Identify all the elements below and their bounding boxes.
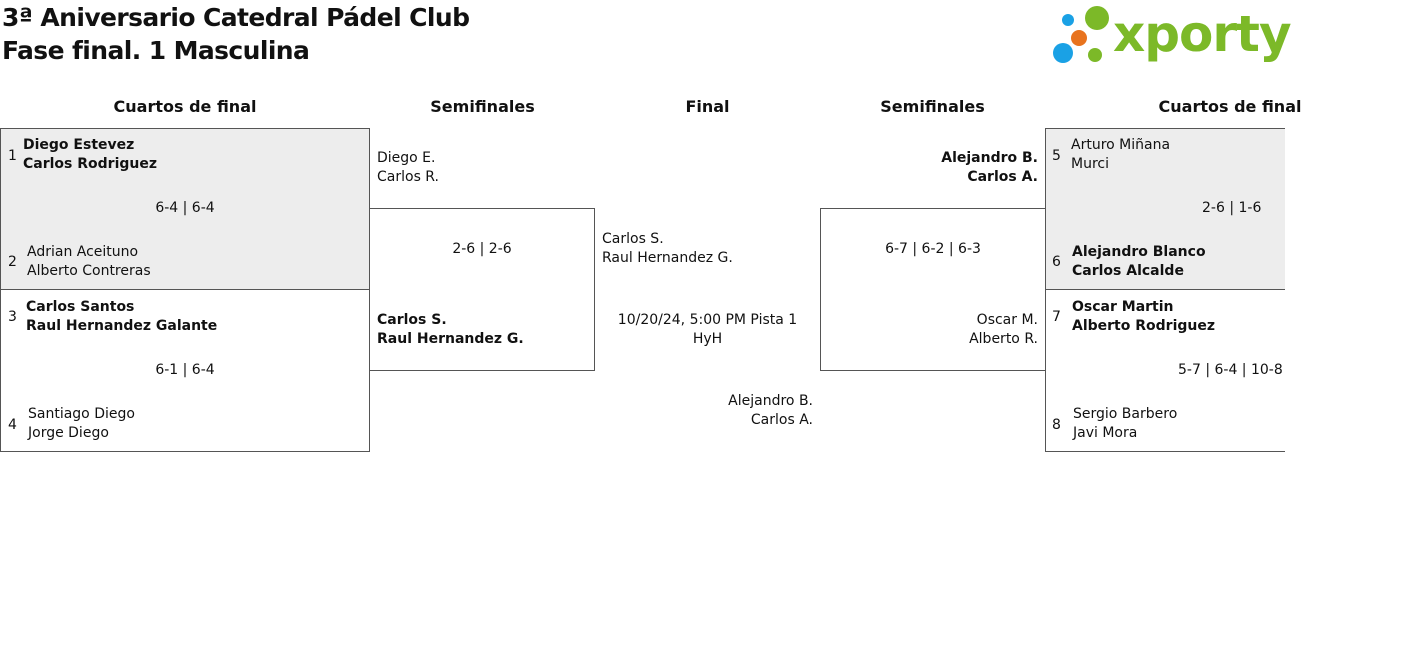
category-subtitle: Fase final. 1 Masculina (2, 36, 310, 65)
team-winner: Carlos Santos Raul Hernandez Galante (26, 298, 217, 336)
logo-text: xporty (1113, 5, 1292, 63)
player-name: Carlos Alcalde (1072, 263, 1184, 279)
player-name: Raul Hernandez G. (377, 331, 524, 347)
semi-team-winner: Carlos S. Raul Hernandez G. (377, 311, 524, 349)
player-name: Carlos S. (377, 312, 447, 328)
player-name: Arturo Miñana (1071, 137, 1171, 153)
player-name: Diego E. (377, 150, 436, 166)
team-winner: Diego Estevez Carlos Rodriguez (23, 136, 157, 174)
team-loser: Sergio Barbero Javi Mora (1073, 405, 1177, 443)
seed-number: 6 (1052, 254, 1061, 270)
round-title-left-quarters: Cuartos de final (113, 97, 257, 116)
team-loser: Adrian Aceituno Alberto Contreras (27, 243, 151, 281)
final-team-bottom: Alejandro B. Carlos A. (595, 392, 813, 430)
player-name: Carlos A. (750, 412, 813, 428)
player-name: Alejandro B. (941, 150, 1038, 166)
round-title-right-quarters: Cuartos de final (1158, 97, 1302, 116)
semi-team-winner: Alejandro B. Carlos A. (820, 149, 1038, 187)
seed-number: 1 (8, 148, 17, 164)
player-name: Sergio Barbero (1073, 406, 1178, 422)
semi-team-top: Diego E. Carlos R. (377, 149, 439, 187)
logo-dot-green-large (1085, 6, 1109, 30)
match-score: 6-7 | 6-2 | 6-3 (885, 241, 981, 257)
player-name: Oscar Martin (1072, 299, 1174, 315)
seed-number: 2 (8, 254, 17, 270)
player-name: Raul Hernandez Galante (26, 318, 218, 334)
team-loser: Santiago Diego Jorge Diego (28, 405, 135, 443)
match-score: 2-6 | 1-6 (1202, 200, 1262, 216)
logo-dot-orange (1071, 30, 1087, 46)
final-team-top: Carlos S. Raul Hernandez G. (602, 230, 733, 268)
team-winner: Oscar Martin Alberto Rodriguez (1072, 298, 1215, 336)
player-name: Oscar M. (976, 312, 1038, 328)
player-name: Murci (1071, 156, 1109, 172)
round-title-right-semis: Semifinales (880, 97, 985, 116)
player-name: Raul Hernandez G. (602, 250, 733, 266)
player-name: Santiago Diego (28, 406, 135, 422)
team-winner: Alejandro Blanco Carlos Alcalde (1072, 243, 1206, 281)
match-card-left-qf1[interactable] (0, 128, 370, 290)
final-venue: HyH (692, 331, 723, 347)
match-score: 6-1 | 6-4 (155, 362, 215, 378)
logo-dot-blue-small (1062, 14, 1074, 26)
final-schedule: 10/20/24, 5:00 PM Pista 1 (617, 312, 798, 328)
team-loser: Arturo Miñana Murci (1071, 136, 1170, 174)
seed-number: 7 (1052, 309, 1061, 325)
player-name: Javi Mora (1073, 425, 1138, 441)
player-name: Carlos A. (967, 169, 1038, 185)
match-score: 5-7 | 6-4 | 10-8 (1178, 362, 1283, 378)
round-title-final: Final (685, 97, 730, 116)
match-score: 6-4 | 6-4 (155, 200, 215, 216)
seed-number: 4 (8, 417, 17, 433)
player-name: Alberto Rodriguez (1072, 318, 1215, 334)
xporty-logo-icon (1053, 6, 1109, 63)
player-name: Alberto R. (969, 331, 1038, 347)
player-name: Alberto Contreras (27, 263, 151, 279)
seed-number: 8 (1052, 417, 1061, 433)
tournament-title: 3ª Aniversario Catedral Pádel Club (2, 3, 470, 32)
player-name: Diego Estevez (23, 137, 135, 153)
logo-dot-blue-large (1053, 43, 1073, 63)
player-name: Carlos Rodriguez (23, 156, 158, 172)
seed-number: 5 (1052, 148, 1061, 164)
logo-dot-green-small (1088, 48, 1102, 62)
player-name: Alejandro B. (728, 393, 813, 409)
player-name: Carlos S. (602, 231, 664, 247)
seed-number: 3 (8, 309, 17, 325)
xporty-logo: xporty (1050, 2, 1292, 68)
player-name: Carlos Santos (26, 299, 135, 315)
player-name: Jorge Diego (28, 425, 109, 441)
round-title-left-semis: Semifinales (430, 97, 535, 116)
player-name: Carlos R. (377, 169, 439, 185)
match-card-left-sf[interactable] (369, 208, 595, 371)
player-name: Adrian Aceituno (27, 244, 139, 260)
match-score: 2-6 | 2-6 (452, 241, 512, 257)
semi-team-bottom: Oscar M. Alberto R. (820, 311, 1038, 349)
player-name: Alejandro Blanco (1072, 244, 1206, 260)
match-card-right-qf2[interactable] (1045, 289, 1285, 452)
